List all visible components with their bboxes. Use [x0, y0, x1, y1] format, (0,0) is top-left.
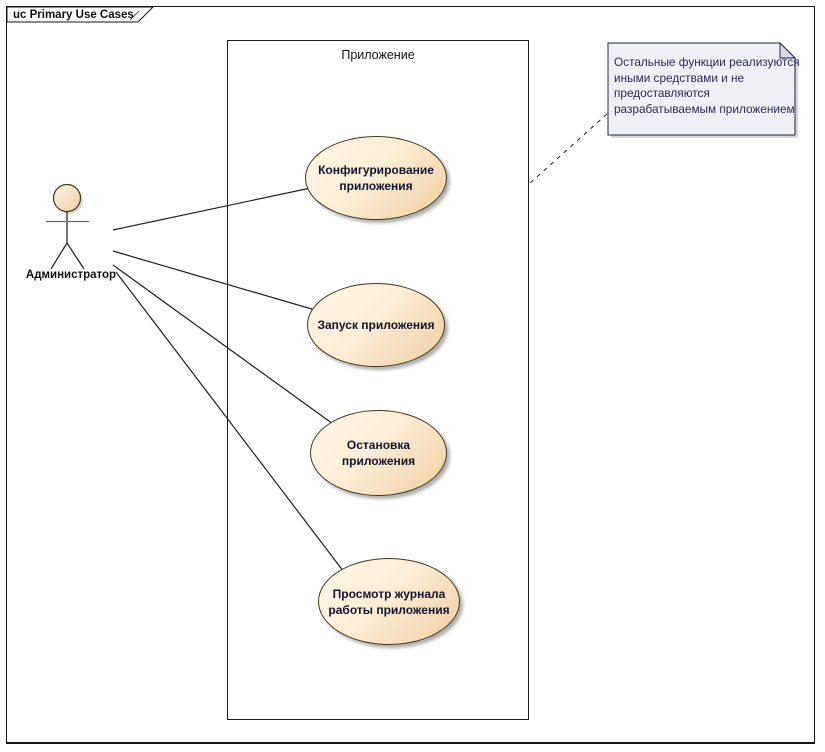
note-text: Остальные функции реализуются иными сред…: [614, 55, 800, 117]
usecase-configure-application[interactable]: Конфигурирование приложения: [305, 136, 447, 220]
frame-tab: [6, 6, 155, 23]
actor-right-leg: [66, 242, 85, 270]
usecase-label-line: Просмотр журнала: [332, 586, 446, 601]
actor-head: [52, 183, 82, 213]
usecase-label-line: приложения: [341, 454, 416, 468]
note-text-line: предоставляются: [614, 86, 710, 100]
actor-left-leg: [50, 242, 68, 270]
association-lines: [112, 185, 351, 581]
note-text-line: разрабатываемым приложением: [614, 101, 795, 116]
usecase-label-line: Запуск приложения: [317, 318, 435, 332]
usecase-label-line: Остановка: [346, 438, 411, 452]
system-boundary-label: Приложение: [341, 48, 415, 62]
usecase-label-line: приложения: [339, 179, 413, 193]
usecase-stop-application[interactable]: Остановка приложения: [310, 410, 447, 496]
note-body: [607, 42, 796, 136]
note-fold-corner-icon: [779, 41, 797, 59]
association-viewlog: [115, 271, 351, 581]
note-shape[interactable]: [607, 41, 798, 138]
association-stop: [112, 264, 341, 430]
association-configure: [112, 185, 321, 231]
association-start: [112, 250, 323, 313]
system-boundary[interactable]: Приложение: [227, 40, 529, 720]
actor-figure[interactable]: [46, 183, 89, 270]
note-text-line: иными средствами и не: [614, 70, 745, 85]
note-link-dashed-line: [528, 113, 608, 185]
actor-label: Администратор: [25, 269, 117, 281]
usecase-label-line: Конфигурирование: [318, 163, 434, 177]
usecase-label-line: работы приложения: [328, 602, 450, 617]
usecase-start-application[interactable]: Запуск приложения: [307, 283, 445, 367]
frame-title: uc Primary Use Cases: [13, 9, 134, 21]
usecase-view-log[interactable]: Просмотр журнала работы приложения: [318, 558, 460, 645]
note-text-line: Остальные функции реализуются: [614, 55, 800, 69]
